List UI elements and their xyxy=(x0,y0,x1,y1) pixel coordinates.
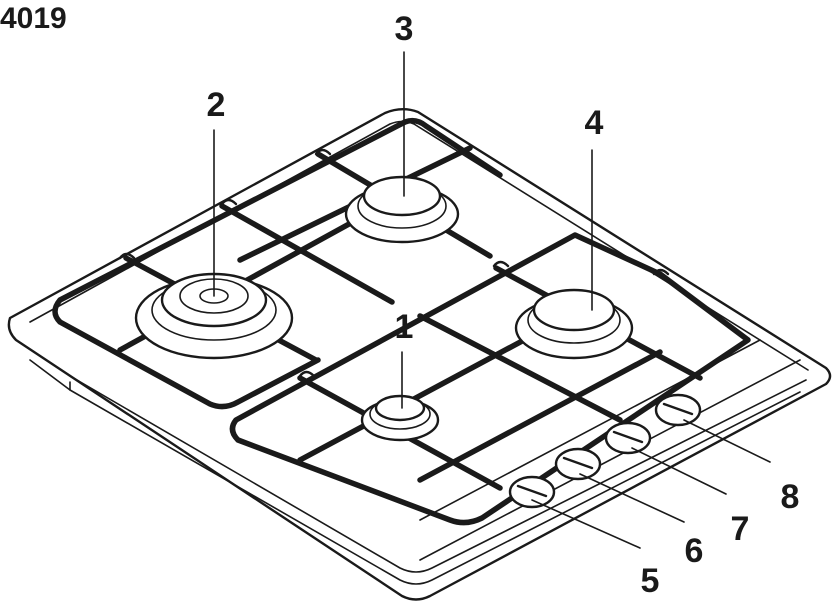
callout-3: 3 xyxy=(395,10,414,48)
callout-2: 2 xyxy=(207,86,226,124)
control-knobs xyxy=(508,393,702,509)
callout-8: 8 xyxy=(781,478,800,516)
burner-front-small xyxy=(360,394,440,442)
callout-7: 7 xyxy=(731,510,750,548)
knob-8 xyxy=(654,393,702,427)
leader-6 xyxy=(579,473,685,523)
callout-5: 5 xyxy=(641,562,660,600)
knob-6 xyxy=(554,447,602,481)
knob-7 xyxy=(604,421,652,455)
burner-right xyxy=(514,288,634,360)
callout-4: 4 xyxy=(585,104,604,142)
leader-7 xyxy=(631,447,727,495)
burner-large xyxy=(134,272,294,360)
model-number: 4019 xyxy=(0,2,67,35)
leader-lines xyxy=(213,51,771,549)
callout-6: 6 xyxy=(685,532,704,570)
leader-8 xyxy=(683,419,771,463)
knob-5 xyxy=(508,475,556,509)
burner-rear-centre xyxy=(344,175,460,244)
callouts: 3 2 4 1 5 6 7 8 xyxy=(207,10,800,600)
callout-1: 1 xyxy=(395,308,414,346)
leader-5 xyxy=(531,499,641,549)
